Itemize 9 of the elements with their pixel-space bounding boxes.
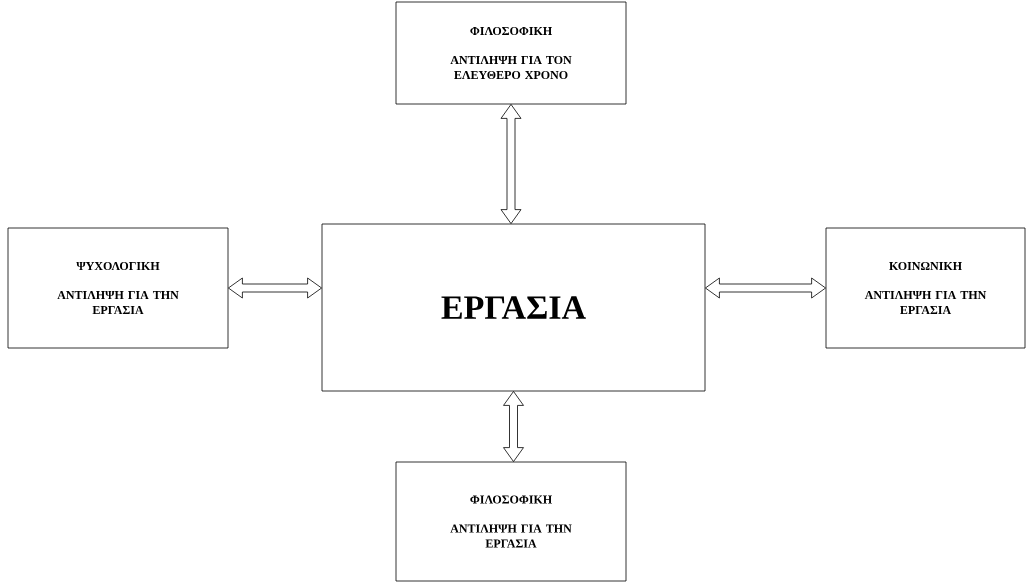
double-arrow	[228, 277, 322, 299]
concept-box: ΦΙΛΟΣΟΦΙΚΗ ΑΝΤΙΛΗΨΗ ΓΙΑ ΤΗΝ ΕΡΓΑΣΙΑ	[395, 461, 627, 582]
concept-box: ΚΟΙΝΩΝΙΚΗ ΑΝΤΙΛΗΨΗ ΓΙΑ ΤΗΝ ΕΡΓΑΣΙΑ	[825, 227, 1026, 349]
double-arrow	[500, 104, 522, 224]
double-arrow	[705, 277, 826, 299]
concept-box: ΨΥΧΟΛΟΓΙΚΗ ΑΝΤΙΛΗΨΗ ΓΙΑ ΤΗΝ ΕΡΓΑΣΙΑ	[7, 227, 229, 349]
double-arrow	[503, 391, 524, 462]
concept-box: ΕΡΓΑΣΙΑ	[321, 223, 706, 392]
concept-box: ΦΙΛΟΣΟΦΙΚΗ ΑΝΤΙΛΗΨΗ ΓΙΑ ΤΟΝ ΕΛΕΥΘΕΡΟ ΧΡΟΝΟ	[395, 1, 627, 105]
